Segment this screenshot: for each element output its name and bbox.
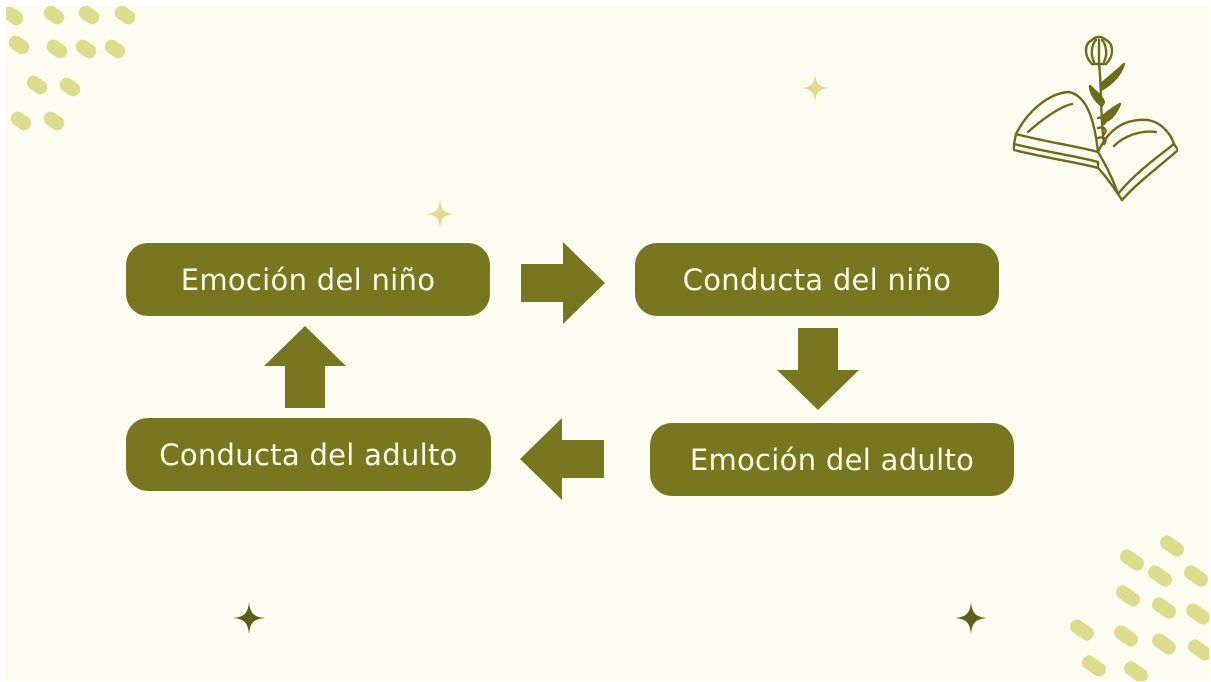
node-conducta-del-nino: Conducta del niño [635, 243, 999, 316]
sparkle-icon-above-left-box [426, 200, 454, 228]
node-emocion-del-nino: Emoción del niño [126, 243, 490, 316]
arrow-up-icon [264, 326, 346, 408]
node-emocion-del-adulto: Emoción del adulto [650, 423, 1014, 496]
node-label: Emoción del niño [180, 262, 436, 297]
arrow-right-icon [521, 242, 605, 324]
slide: Emoción del niño Conducta del niño Emoci… [6, 6, 1209, 681]
arrow-down-icon [777, 328, 859, 410]
arrow-left-icon [520, 418, 604, 500]
pill-dots-pattern-top-left [6, 6, 136, 131]
sparkle-icon-bottom-left [233, 602, 265, 634]
sparkle-icon-top-center [801, 74, 829, 102]
node-conducta-del-adulto: Conducta del adulto [126, 418, 491, 491]
node-label: Conducta del niño [682, 262, 952, 297]
sparkle-icon-bottom-right [955, 602, 987, 634]
node-label: Emoción del adulto [689, 442, 975, 477]
open-book-flower-icon [1012, 35, 1178, 202]
pill-dots-pattern-bottom-right [1070, 535, 1209, 681]
node-label: Conducta del adulto [159, 437, 458, 472]
